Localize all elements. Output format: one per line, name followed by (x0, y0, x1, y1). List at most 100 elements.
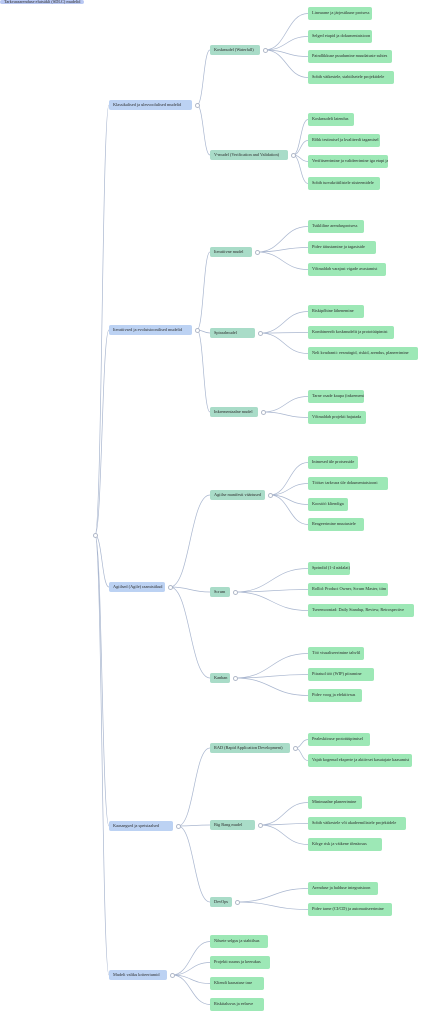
leaf[interactable]: Lineaarne ja järjestikune protsess (308, 7, 372, 20)
node-waterfall[interactable]: Koskmudel (Waterfall) (210, 45, 260, 55)
connector-line (259, 823, 309, 826)
collapse-toggle-icon[interactable] (262, 47, 268, 53)
connector-line (236, 901, 309, 910)
connector-line (262, 396, 309, 413)
collapse-toggle-icon[interactable] (257, 822, 263, 828)
node-rad[interactable]: RAD (Rapid Application Development) (210, 743, 290, 753)
leaf[interactable]: Kombineerib koskmudelit ja prototüüpimis… (308, 326, 394, 339)
collapse-toggle-icon[interactable] (257, 330, 263, 336)
leaf[interactable]: Selged etapid ja dokumentatsioon (308, 30, 372, 43)
leaf[interactable]: Inimesed üle protsesside (308, 456, 358, 469)
leaf[interactable]: Piiratud töö (WIP) piiramine (308, 668, 374, 681)
collapse-toggle-icon[interactable] (194, 327, 200, 333)
connector-line (256, 247, 309, 253)
leaf[interactable]: Pidev voog ja efektiivsus (308, 689, 362, 702)
node-kanban[interactable]: Kanban (210, 673, 230, 683)
leaf[interactable]: Võimaldab projekti hajutada (308, 411, 366, 424)
connector-line (269, 483, 309, 496)
leaf[interactable]: Sobib väikestele või akadeemilistele pro… (308, 817, 406, 830)
collapse-toggle-icon[interactable] (92, 532, 98, 538)
collapse-toggle-icon[interactable] (234, 899, 240, 905)
connector-line (236, 888, 309, 903)
branch-iterative[interactable]: Iteratiivsed ja evolutsioonilised mudeli… (109, 325, 192, 335)
node-agile-manifesto[interactable]: Agiilse manifesti väärtused (210, 490, 265, 500)
collapse-toggle-icon[interactable] (292, 745, 298, 751)
leaf[interactable]: Võimaldab varajast vigade avastamist (308, 263, 386, 276)
leaf[interactable]: Neli kvadranti: eesmärgid, riskid, arend… (308, 347, 418, 360)
connector-line (256, 251, 309, 270)
connector-line (196, 49, 211, 106)
leaf[interactable]: Riskitaluvus ja eelarve (210, 998, 264, 1011)
collapse-toggle-icon[interactable] (260, 409, 266, 415)
leaf[interactable]: Koostöö kliendiga (308, 498, 348, 511)
leaf[interactable]: Nõuete selgus ja stabiilsus (210, 935, 268, 948)
leaf[interactable]: Verifitseerimine ja valideerimine iga et… (308, 155, 388, 168)
connector-line (292, 154, 309, 184)
connector-line (262, 411, 309, 418)
node-big-bang[interactable]: Big Bang mudel (210, 820, 255, 830)
leaf[interactable]: Arenduse ja halduse integratsioon (308, 882, 378, 895)
collapse-toggle-icon[interactable] (232, 589, 238, 595)
connector-line (259, 311, 309, 334)
leaf[interactable]: Rõhk testimisel ja kvaliteedi tagamisel (308, 134, 380, 147)
branch-modern[interactable]: Kaasaegsed ja spetsiaalsed (109, 821, 173, 831)
leaf[interactable]: Reageerimine muutustele (308, 518, 364, 531)
node-v-model[interactable]: V-mudel (Verification and Validation) (210, 150, 288, 160)
connector-line (269, 462, 309, 496)
connector-line (269, 494, 309, 525)
connector-line (196, 251, 211, 331)
branch-agile[interactable]: Agiilsed (Agile) raamistikud (109, 582, 165, 592)
node-incremental[interactable]: Inkrementaalne mudel (210, 407, 258, 417)
leaf[interactable]: Tarne osade kaupa (inkrement) (308, 390, 364, 403)
collapse-toggle-icon[interactable] (267, 492, 273, 498)
leaf[interactable]: Pidev täiustamine ja tagasiside (308, 241, 376, 254)
branch-classical[interactable]: Klassikalised ja ulesvoolulised mudelid (109, 100, 192, 110)
connector-line (94, 104, 110, 536)
connector-line (169, 494, 211, 588)
connector-line (259, 332, 309, 334)
connector-line (171, 962, 211, 976)
leaf[interactable]: Tsükliline arendusprotsess (308, 220, 364, 233)
collapse-toggle-icon[interactable] (167, 584, 173, 590)
leaf[interactable]: Paindlikkuse puudumine muudatuste suhtes (308, 50, 392, 63)
connector-line (259, 802, 309, 826)
leaf[interactable]: Riskipõhine lähenemine (308, 305, 364, 318)
leaf[interactable]: Pidev tarne (CI/CD) ja automatiseerimine (308, 903, 392, 916)
leaf[interactable]: Sobib väikestele, stabiilsetele projekti… (308, 71, 394, 84)
connector-line (259, 824, 309, 845)
leaf[interactable]: Koskmudeli laiendus (308, 113, 354, 126)
leaf[interactable]: Sobib turvakriitilistele süsteemidele (308, 177, 380, 190)
connector-line (177, 825, 211, 903)
collapse-toggle-icon[interactable] (169, 972, 175, 978)
collapse-toggle-icon[interactable] (175, 823, 181, 829)
connector-line (234, 568, 309, 593)
collapse-toggle-icon[interactable] (194, 102, 200, 108)
leaf[interactable]: Minimaalne planeerimine (308, 796, 362, 809)
connector-line (177, 747, 211, 827)
connector-line (196, 104, 211, 156)
node-spiral[interactable]: Spiraalmudel (210, 328, 255, 338)
node-scrum[interactable]: Scrum (210, 587, 230, 597)
connector-line (269, 494, 309, 505)
node-iterative[interactable]: Iteratiivne mudel (210, 247, 252, 257)
leaf[interactable]: Sprindid (1-4 nädalat) (308, 562, 350, 575)
root-node[interactable]: Tarkvaraarenduse elutsükli (SDLC) mudeli… (0, 0, 85, 5)
connector-line (177, 824, 211, 827)
leaf[interactable]: Rollid: Product Owner, Scrum Master, tii… (308, 583, 388, 596)
collapse-toggle-icon[interactable] (254, 249, 260, 255)
leaf[interactable]: Kõrge risk ja väikene tõenäosus (308, 838, 382, 851)
collapse-toggle-icon[interactable] (290, 152, 296, 158)
leaf[interactable]: Projekti suurus ja keerukus (210, 956, 270, 969)
branch-selection-criteria[interactable]: Mudeli valiku kriteeriumid (109, 970, 167, 980)
leaf[interactable]: Tseremooniad: Daily Standup, Review, Ret… (308, 604, 414, 617)
leaf[interactable]: Töö visualiseerimine tahvlil (308, 647, 364, 660)
leaf[interactable]: Töötav tarkvara üle dokumentatsiooni (308, 477, 388, 490)
collapse-toggle-icon[interactable] (232, 675, 238, 681)
connector-line (234, 674, 309, 679)
leaf[interactable]: Kliendi kaasatuse tase (210, 977, 264, 990)
leaf[interactable]: Pealeskiiruse prototüüpimisel (308, 733, 370, 746)
node-devops[interactable]: DevOps (210, 897, 232, 907)
leaf[interactable]: Vajab kogenud eksperte ja aktiivset kasu… (308, 754, 412, 767)
connector-line (292, 119, 309, 156)
connector-line (94, 534, 110, 827)
